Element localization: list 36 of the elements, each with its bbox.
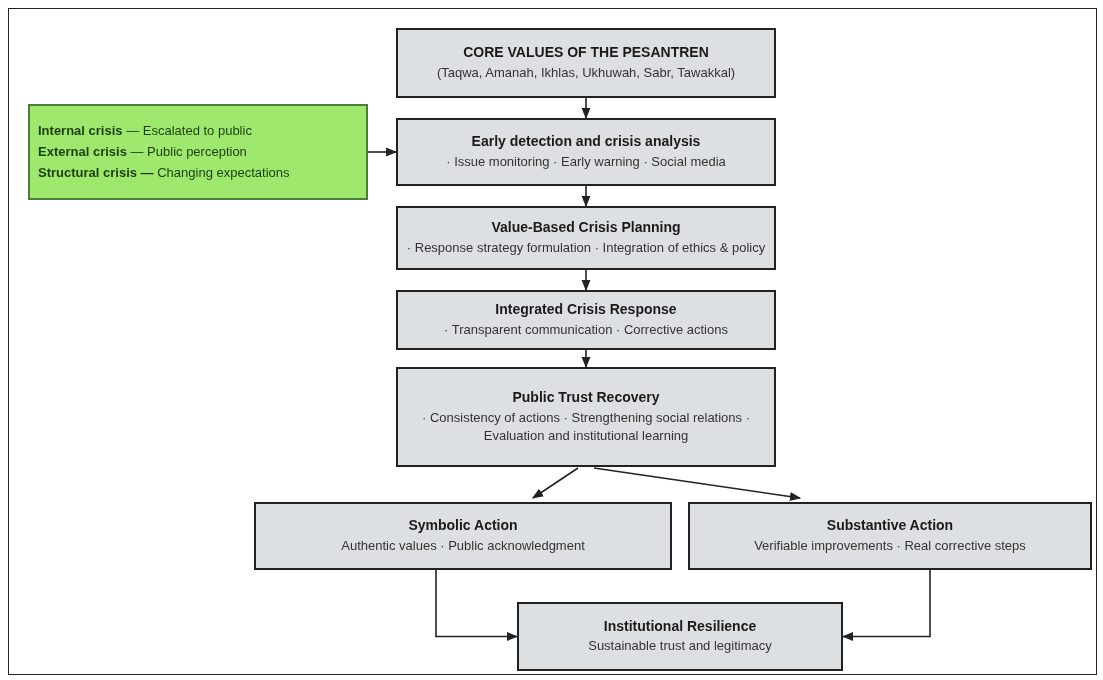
- arrow: [581, 185, 591, 208]
- process-box: [517, 602, 843, 671]
- process-box: [396, 367, 776, 467]
- box-title: Value-Based Crisis Planning: [491, 219, 681, 237]
- crisis-type-text: Internal crisis — Escalated to public: [38, 122, 253, 139]
- crisis-type-text: External crisis — Public perception: [38, 143, 248, 161]
- box-description: (Taqwa, Amanah, Ikhlas, Ukhuwah, Sabr, Tawakkal): [436, 63, 736, 82]
- box-title: Public Trust Recovery: [512, 389, 660, 407]
- box-description: · Issue monitoring · Early warning · Social media: [446, 152, 726, 171]
- arrow: [593, 467, 802, 501]
- arrow: [532, 467, 579, 499]
- process-box: [254, 502, 672, 570]
- box-title: CORE VALUES OF THE PESANTREN: [463, 44, 709, 62]
- box-description: · Transparent communication · Corrective actions: [444, 320, 728, 339]
- process-box: [688, 502, 1092, 570]
- arrow: [581, 269, 591, 292]
- box-description: · Response strategy formulation · Integration of ethics & policy: [406, 238, 766, 257]
- arrow: [581, 349, 591, 369]
- box-title: Institutional Resilience: [603, 617, 757, 636]
- box-title: Substantive Action: [826, 517, 954, 535]
- box-description: Sustainable trust and legitimacy: [588, 637, 772, 656]
- box-description: Verifiable improvements · Real corrective steps: [754, 536, 1026, 555]
- process-box: [396, 118, 776, 186]
- crisis-types-box: [28, 104, 368, 200]
- box-title: Early detection and crisis analysis: [471, 133, 701, 151]
- box-title: Symbolic Action: [408, 517, 518, 535]
- process-box: [396, 290, 776, 350]
- arrow: [581, 97, 591, 120]
- box-description: Authentic values · Public acknowledgment: [341, 536, 585, 555]
- arrow: [367, 147, 398, 157]
- arrow: [435, 569, 519, 641]
- crisis-type-text: Structural crisis — Changing expectations: [38, 165, 291, 182]
- box-title: Integrated Crisis Response: [495, 301, 677, 319]
- box-description: · Consistency of actions · Strengthening social relations · Evaluation and institutional learning: [420, 408, 751, 445]
- process-box: [396, 28, 776, 98]
- process-box: [396, 206, 776, 270]
